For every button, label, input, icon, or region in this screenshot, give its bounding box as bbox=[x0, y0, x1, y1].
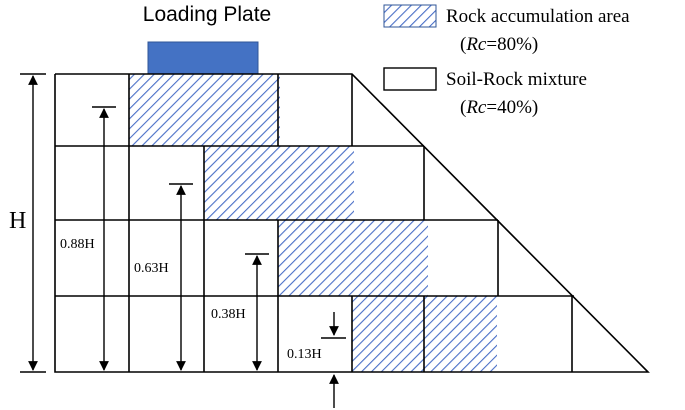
legend-rc-symbol-soil: Rc bbox=[465, 97, 487, 118]
dimension-label-013h: 0.13H bbox=[287, 347, 322, 362]
rock-area-3 bbox=[278, 220, 428, 296]
rock-area-2 bbox=[204, 146, 354, 220]
loading-plate-title: Loading Plate bbox=[143, 3, 271, 26]
dimension-013h bbox=[321, 312, 346, 408]
dimension-063h bbox=[169, 183, 193, 371]
legend-swatch-rock bbox=[383, 4, 437, 28]
dimension-038h bbox=[245, 253, 269, 371]
height-dimension bbox=[20, 73, 46, 373]
legend-rc-rock: (Rc=80%) bbox=[460, 34, 538, 55]
dimension-label-088h: 0.88H bbox=[60, 237, 95, 252]
legend-rc-soil: (Rc=40%) bbox=[460, 97, 538, 118]
dimension-label-038h: 0.38H bbox=[211, 307, 246, 322]
legend-rc-symbol-rock: Rc bbox=[465, 34, 487, 55]
rock-area-1 bbox=[129, 74, 280, 146]
slope-outline bbox=[54, 73, 650, 373]
legend-swatch-soil bbox=[383, 67, 437, 91]
legend-label-soil: Soil-Rock mixture bbox=[446, 69, 587, 90]
dimension-088h bbox=[92, 106, 116, 371]
loading-plate bbox=[147, 41, 259, 75]
legend: Rock accumulation area (Rc=80%) Soil-Roc… bbox=[383, 4, 630, 118]
legend-label-rock: Rock accumulation area bbox=[446, 6, 630, 27]
legend-rc-value-rock: =80% bbox=[486, 34, 532, 55]
rock-accumulation-areas bbox=[129, 74, 497, 372]
slope-grid bbox=[54, 73, 650, 373]
dimension-label-063h: 0.63H bbox=[134, 261, 169, 276]
height-label: H bbox=[9, 208, 26, 234]
legend-rc-value-soil: =40% bbox=[486, 97, 532, 118]
